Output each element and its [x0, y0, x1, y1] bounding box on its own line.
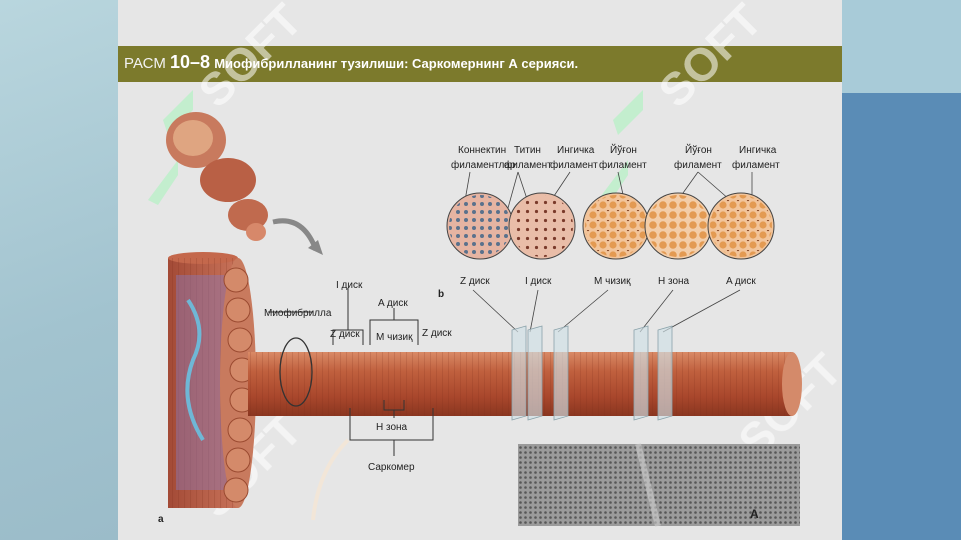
micrograph-label: A	[750, 507, 759, 521]
label-myofibril: Миофибрилла	[264, 307, 332, 319]
cs-label-a-disc: A диск	[726, 276, 756, 287]
title-text: Миофибрилланинг тузилиши: Саркомернинг А…	[214, 56, 579, 71]
header-0-line2: филаментлар	[451, 159, 516, 171]
label-z-disc-right: Z диск	[422, 328, 452, 339]
cross-section-headers: Коннектин филаментлар Титин филамент Инг…	[451, 143, 780, 171]
myofibril-diagram: SOFT SOFT SOFT SOFT	[148, 0, 842, 527]
title-number: 10–8	[170, 52, 211, 72]
header-1-line1: Титин	[514, 145, 541, 156]
header-5-line1: Ингичка	[739, 145, 777, 156]
panel-a-label: a	[158, 514, 164, 525]
watermark-text-1: SOFT	[188, 0, 312, 117]
muscle-bundle-illustration	[166, 112, 268, 241]
watermark-text-2: SOFT	[648, 0, 772, 117]
cs-label-z-disc: Z диск	[460, 276, 490, 287]
cs-label-m-line: M чизиқ	[594, 276, 631, 287]
cs-label-i-disc: I диск	[525, 276, 552, 287]
cross-section-circles	[446, 192, 775, 260]
title-bar: РАСМ 10–8 Миофибрилланинг тузилиши: Сарк…	[118, 46, 842, 82]
decorative-curve	[311, 438, 350, 521]
plane-leaders	[472, 289, 741, 333]
label-h-zone: H зона	[376, 422, 408, 433]
panel-b-label: b	[438, 289, 444, 300]
header-4-line2: филамент	[674, 159, 722, 171]
cs-label-h-zone: H зона	[658, 276, 690, 287]
background-left	[0, 0, 118, 540]
title-prefix: РАСМ	[124, 55, 166, 72]
label-a-disc: A диск	[378, 298, 408, 309]
label-leaders	[268, 288, 434, 456]
arrow-curve	[272, 218, 319, 251]
header-1-line2: филамент	[504, 159, 552, 171]
header-3-line1: Йўғон	[610, 143, 637, 156]
label-i-disc: I диск	[336, 280, 363, 291]
section-planes	[511, 325, 673, 421]
header-2-line1: Ингичка	[557, 145, 595, 156]
myofibril-highlight	[279, 337, 313, 407]
electron-micrograph: A	[518, 443, 800, 527]
header-3-line2: филамент	[599, 159, 647, 171]
slide-title: РАСМ 10–8 Миофибрилланинг тузилиши: Сарк…	[124, 52, 578, 73]
label-z-disc-left: Z диск	[330, 329, 360, 340]
header-0-line1: Коннектин	[458, 145, 506, 156]
cross-section-labels: Z диск I диск M чизиқ H зона A диск	[460, 276, 756, 287]
arrow-head-icon	[308, 240, 323, 255]
slide: РАСМ 10–8 Миофибрилланинг тузилиши: Сарк…	[118, 0, 842, 540]
header-4-line1: Йўғон	[685, 143, 712, 156]
header-5-line2: филамент	[732, 159, 780, 171]
myofibril-cross-disc	[168, 252, 256, 508]
header-2-line2: филамент	[550, 159, 598, 171]
label-sarcomere: Саркомер	[368, 462, 415, 473]
label-m-line: M чизиқ	[376, 332, 413, 343]
background-right-block	[842, 93, 961, 540]
